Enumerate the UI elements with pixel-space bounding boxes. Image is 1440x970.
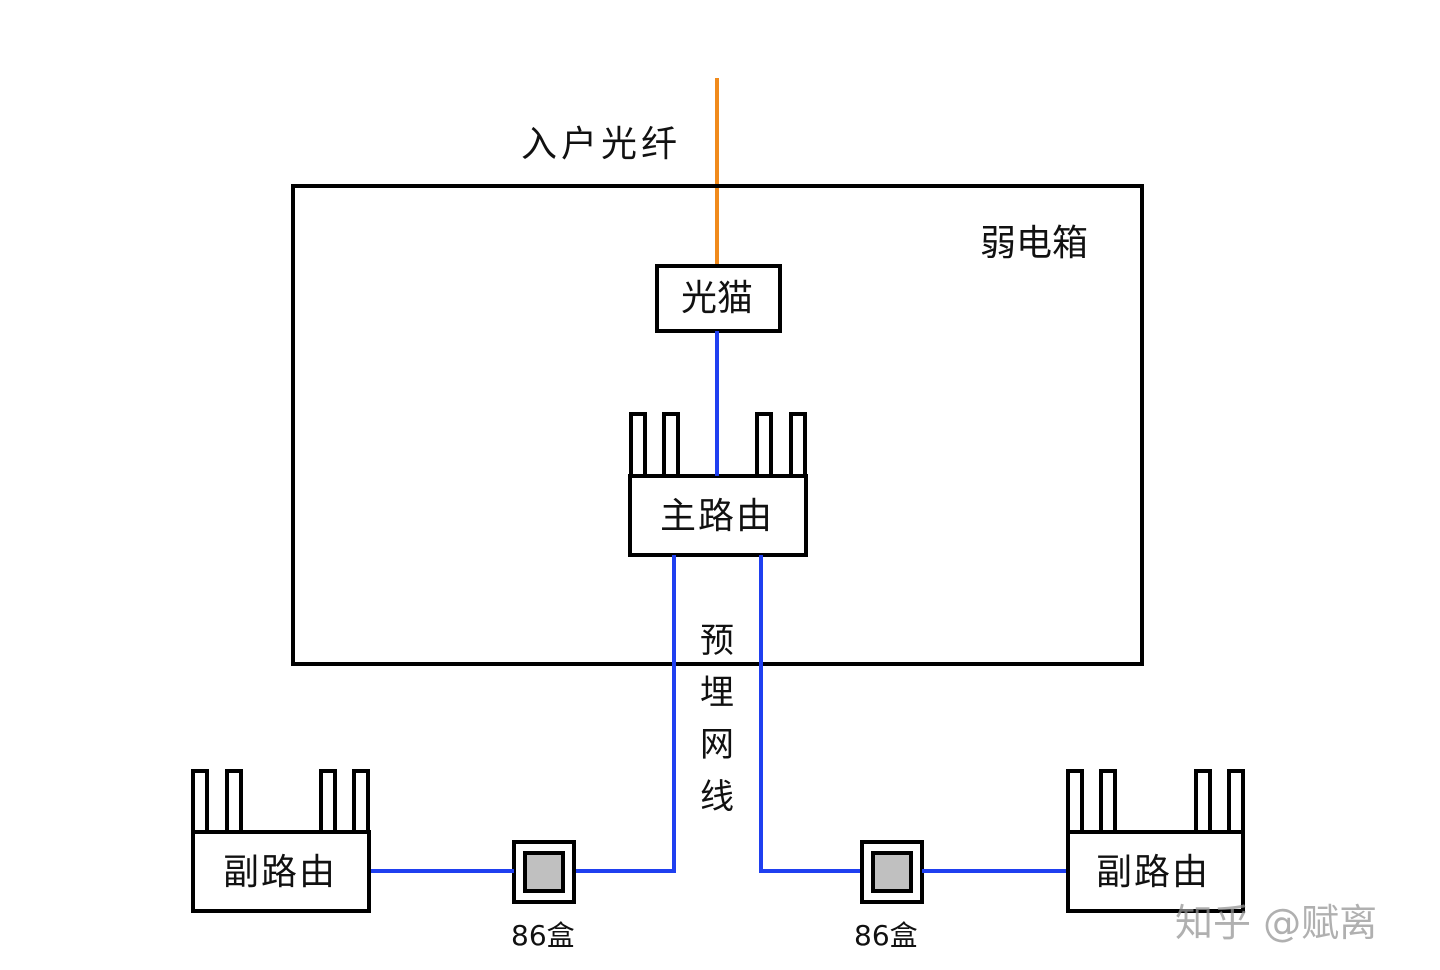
sub-router-right-box [1066,830,1245,913]
embedded-cable-char: 线 [700,777,734,817]
sub-router-left-box [191,830,371,913]
modem-box [655,264,782,333]
embedded-cable-char: 埋 [700,673,734,713]
wall-box-left-inner [523,851,565,893]
wall-box-right-inner [871,851,913,893]
sub-router-left-antennas [191,769,370,834]
wall-box-right-label: 86盒 [854,919,918,952]
sub-router-right-antennas [1066,769,1245,834]
embedded-cable-char: 网 [700,725,734,765]
main-router-box [628,474,808,557]
sub-router-left-label: 副路由 [223,852,338,893]
main-router-label: 主路由 [660,496,775,537]
ethernet-right-cable [759,555,862,873]
sub-router-right-label: 副路由 [1096,852,1211,893]
embedded-cable-label: 预 埋 网 线 [697,624,737,832]
watermark: 知乎 @赋离 [1175,901,1378,945]
modem-label: 光猫 [681,278,754,319]
enclosure-label: 弱电箱 [980,223,1089,264]
fiber-label: 入户光纤 [521,124,682,165]
ethernet-left-cable [575,555,676,873]
weak-current-box-outline [291,184,1144,666]
embedded-cable-char: 预 [700,621,734,661]
wall-box-left-label: 86盒 [511,919,575,952]
